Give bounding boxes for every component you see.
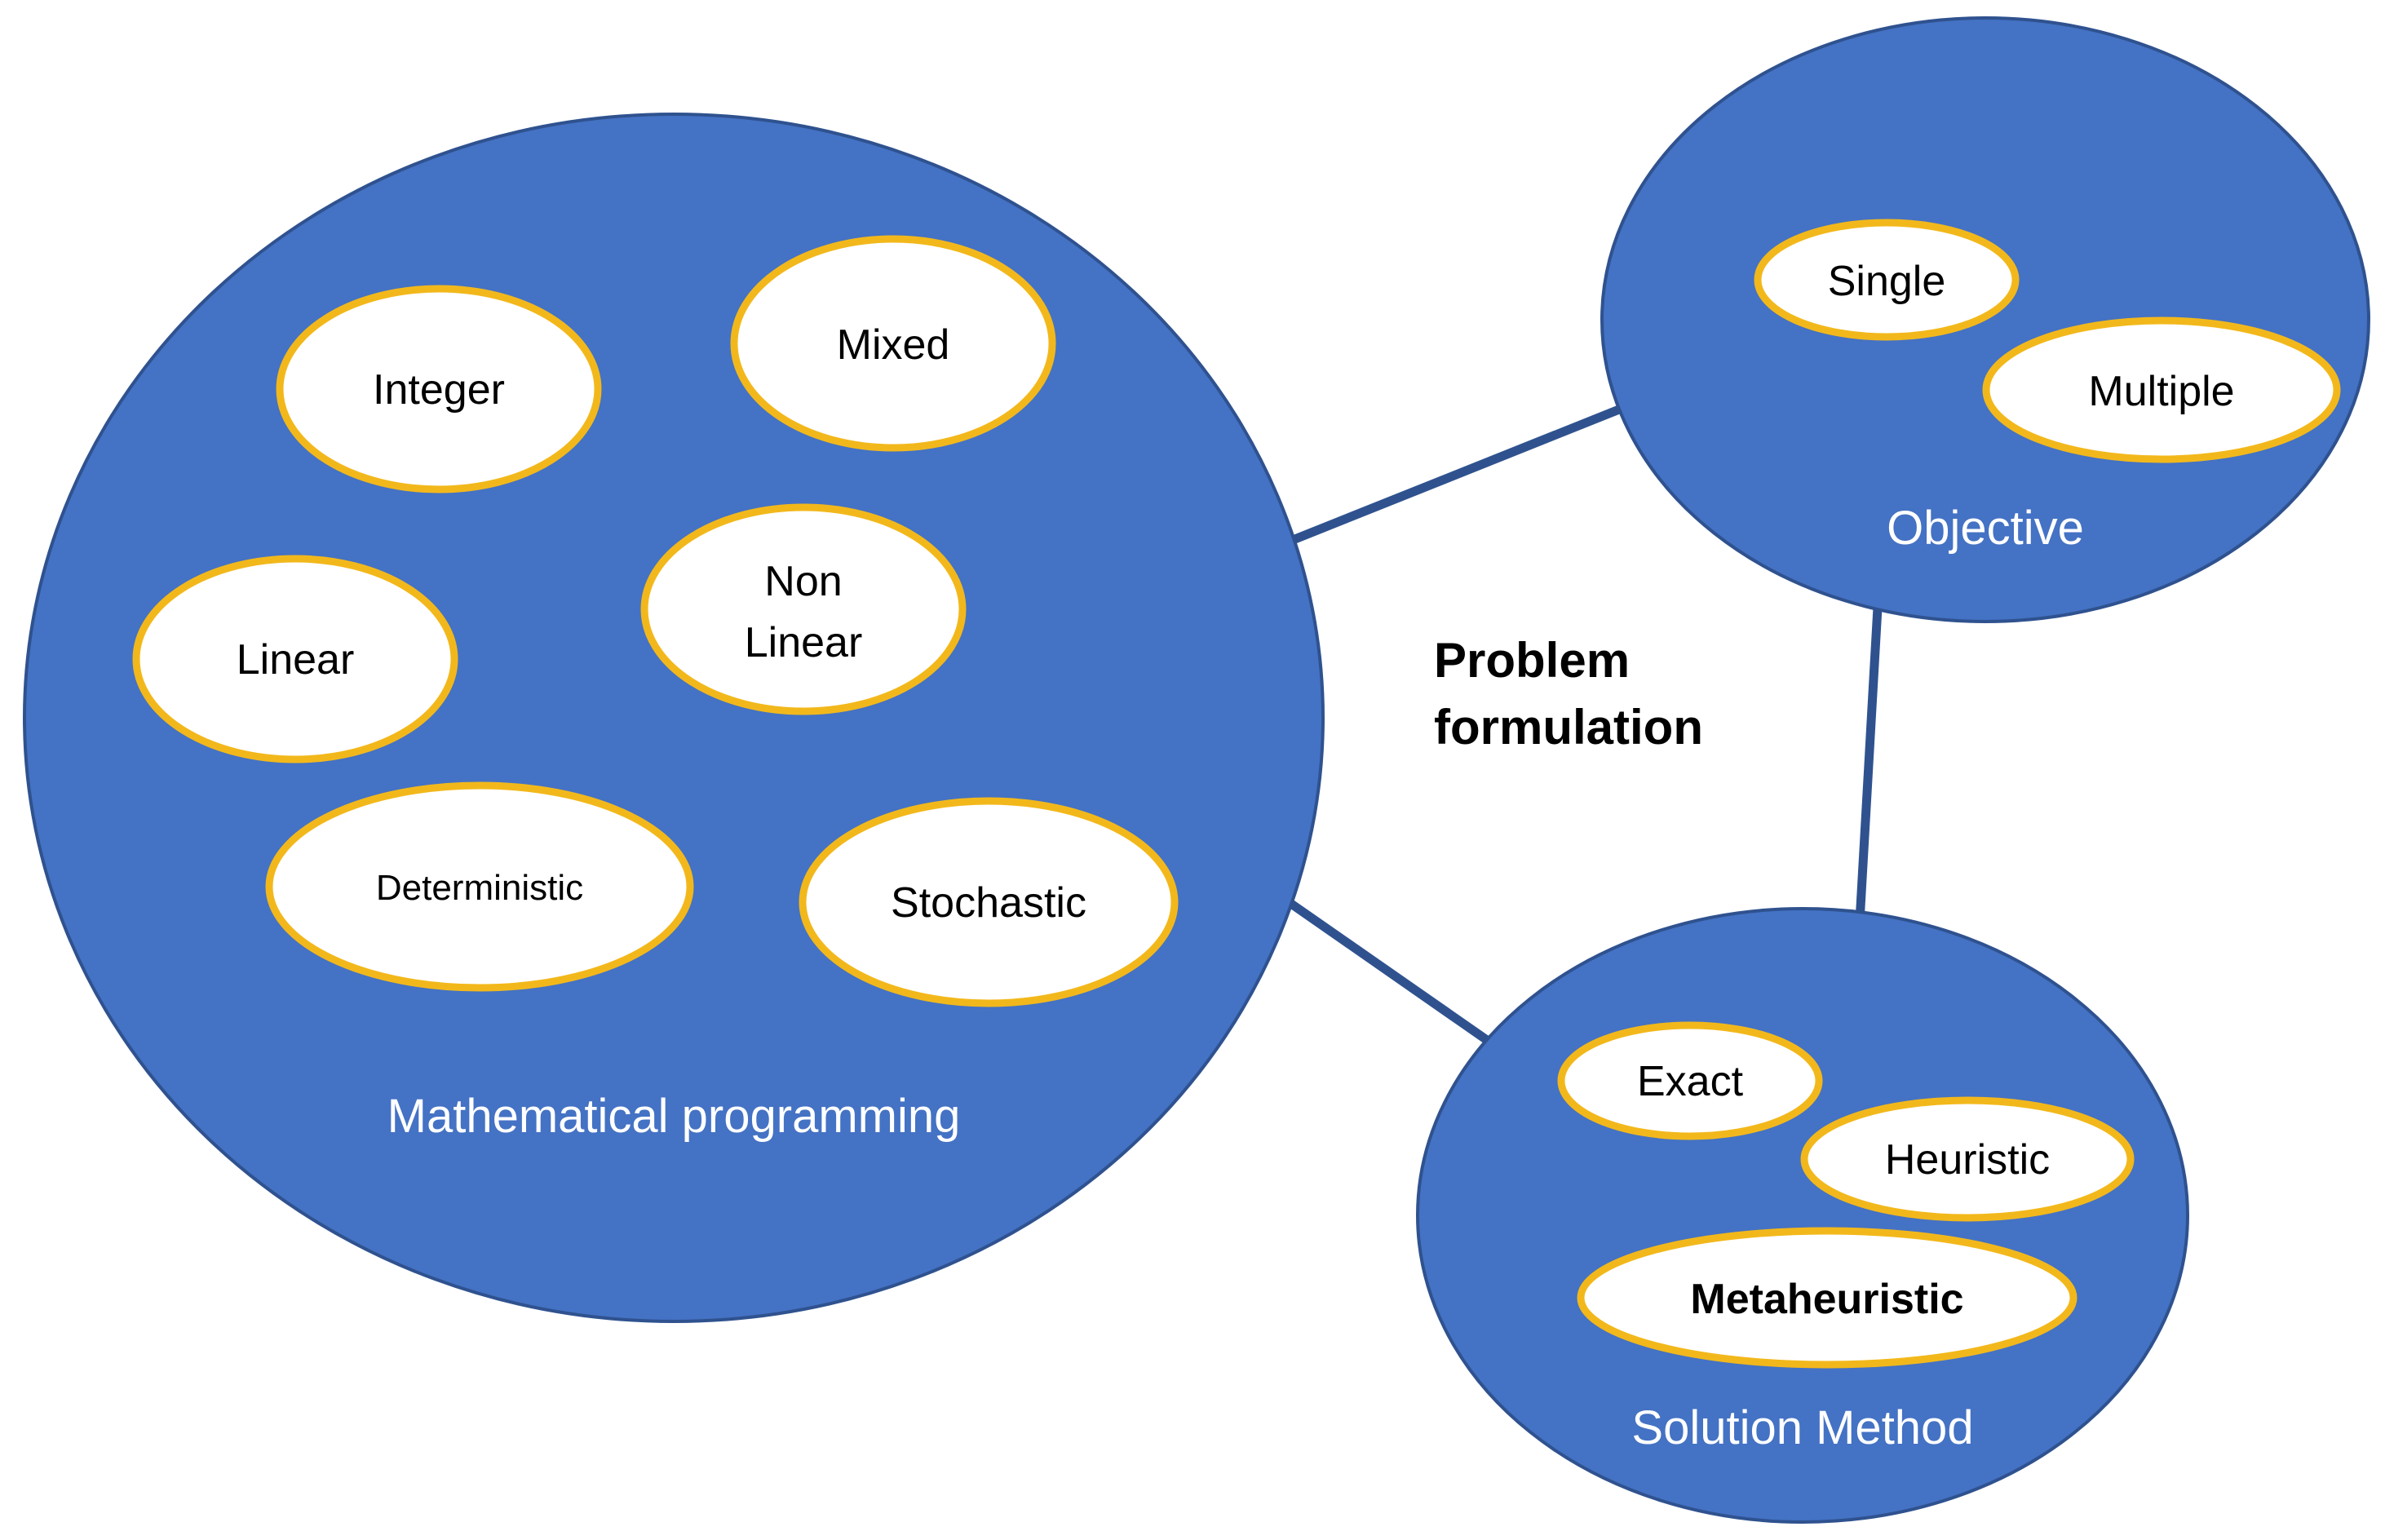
item-exact-ellipse xyxy=(1557,1021,1823,1140)
item-stochastic-label: Stochastic xyxy=(891,879,1086,927)
solution-method-label: Solution Method xyxy=(1631,1401,1973,1454)
item-linear-ellipse xyxy=(132,555,458,763)
item-nonlinear-label-line2: Linear xyxy=(745,619,863,666)
item-nonlinear-label-line1: Non xyxy=(764,558,842,605)
center-label-line1: Problem xyxy=(1434,633,1630,688)
item-exact-label: Exact xyxy=(1637,1058,1744,1105)
item-integer-ellipse xyxy=(276,285,602,493)
item-deterministic-label: Deterministic xyxy=(376,868,583,908)
item-stochastic-ellipse xyxy=(799,797,1179,1007)
item-multiple-label: Multiple xyxy=(2088,368,2234,415)
group-solution-method: Solution Method Exact Heuristic Metaheur… xyxy=(1416,907,2189,1524)
item-metaheuristic-ellipse xyxy=(1577,1227,2077,1369)
item-deterministic-ellipse xyxy=(265,781,694,992)
item-single-ellipse xyxy=(1754,219,2020,341)
item-nonlinear-ellipse xyxy=(640,503,967,715)
center-label-line2: formulation xyxy=(1434,700,1703,755)
item-single-label: Single xyxy=(1828,258,1946,305)
group-mathematical-programming: Mathematical programming Integer Mixed N… xyxy=(23,113,1325,1323)
item-mixed-label: Mixed xyxy=(837,321,950,369)
item-linear-label: Linear xyxy=(237,636,355,684)
connector-objective-solution xyxy=(1855,607,1883,923)
connector-math-objective xyxy=(1290,403,1626,545)
mathematical-programming-label: Mathematical programming xyxy=(387,1090,961,1143)
item-metaheuristic-label: Metaheuristic xyxy=(1690,1276,1963,1323)
group-objective: Objective Single Multiple xyxy=(1600,16,2370,623)
connector-math-solution xyxy=(1288,900,1496,1048)
item-heuristic-ellipse xyxy=(1800,1096,2135,1222)
item-multiple-ellipse xyxy=(1982,316,2341,463)
item-integer-label: Integer xyxy=(373,366,505,414)
objective-label: Objective xyxy=(1887,502,2084,555)
item-heuristic-label: Heuristic xyxy=(1885,1136,2050,1184)
item-mixed-ellipse xyxy=(730,235,1056,452)
